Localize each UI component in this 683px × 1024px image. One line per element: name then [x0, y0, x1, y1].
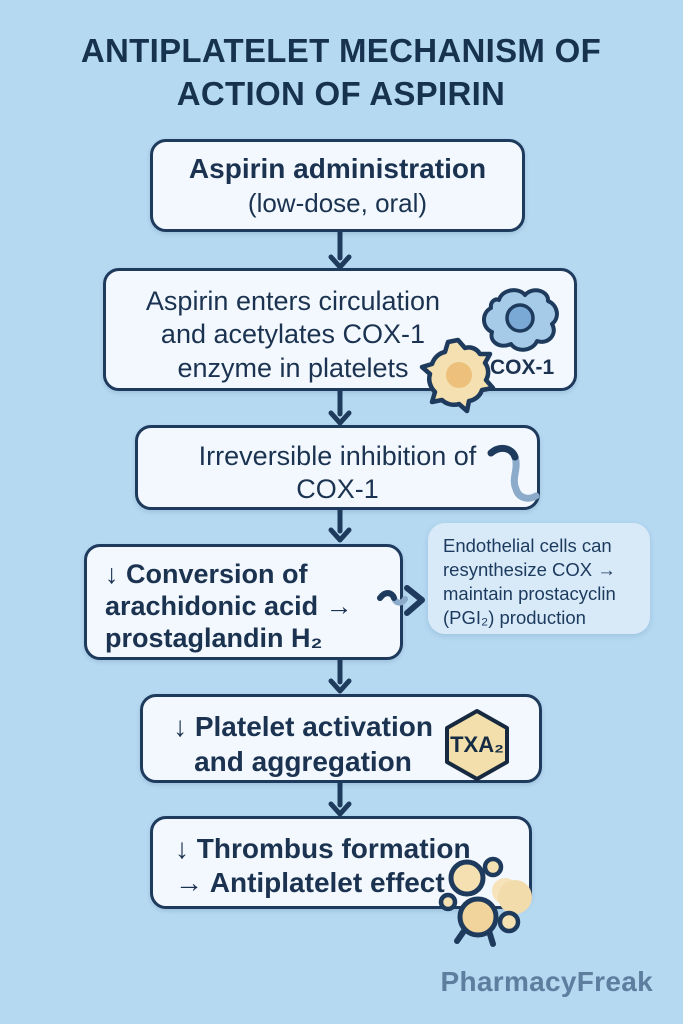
page-title: ANTIPLATELET MECHANISM OF ACTION OF ASPI… [80, 32, 602, 112]
platelet-icon [419, 337, 496, 414]
box4-line2: arachidonic acid → [105, 590, 353, 621]
flow-arrow-down-5 [328, 781, 352, 817]
inhibition-ribbon-icon [487, 444, 540, 502]
note-line1: Endothelial cells can [443, 535, 612, 556]
box3-line2: COX-1 [296, 474, 379, 505]
box2-line1: Aspirin enters circulation [145, 286, 441, 316]
note-line2: resynthesize COX → [443, 559, 616, 581]
flow-box-aspirin-administration: Aspirin administration (low-dose, oral) [150, 139, 525, 232]
note-line3: maintain prostacyclin [443, 583, 616, 605]
flow-arrow-down-2 [328, 389, 352, 426]
box1-line2: (low-dose, oral) [247, 187, 428, 218]
box6-line1: ↓ Thrombus formation [175, 833, 471, 864]
flow-arrow-down-4 [328, 658, 352, 694]
box2-line3: enzyme in platelets [177, 352, 409, 383]
flow-box-decreased-platelet-activation: ↓ Platelet activation and aggregation TX… [140, 694, 542, 783]
box4-line3: prostaglandin H₂ [105, 622, 323, 653]
flow-box-decreased-conversion: ↓ Conversion of arachidonic acid → prost… [84, 544, 403, 660]
platelet-cluster-icon [438, 856, 532, 947]
box5-line1: ↓ Platelet activation [173, 711, 433, 742]
brand-watermark: PharmacyFreak [440, 966, 653, 997]
endothelial-note: Endothelial cells can resynthesize COX →… [428, 523, 650, 634]
note-line4: (PGI₂) production [443, 607, 586, 629]
box6-line2: → Antiplatelet effect [175, 866, 445, 898]
box5-line2: and aggregation [194, 745, 412, 777]
box1-line1: Aspirin administration [188, 153, 487, 185]
box3-line1: Irreversible inhibition of [198, 441, 477, 471]
box4-line1: ↓ Conversion of [105, 559, 308, 589]
box2-line2: and acetylates COX-1 [160, 319, 426, 350]
flow-box-irreversible-inhibition: Irreversible inhibition of COX-1 [135, 425, 540, 510]
flow-arrow-down-1 [328, 229, 352, 270]
txa2-hexagon-icon: TXA₂ [441, 707, 513, 783]
flow-arrow-down-3 [328, 507, 352, 543]
txa2-label: TXA₂ [450, 732, 504, 757]
cox1-icon-label: COX-1 [490, 356, 555, 379]
flow-box-acetylates-cox1: Aspirin enters circulation and acetylate… [103, 268, 577, 414]
note-connector-arrow-icon [377, 585, 425, 616]
cox-enzyme-cell-icon [482, 288, 559, 352]
